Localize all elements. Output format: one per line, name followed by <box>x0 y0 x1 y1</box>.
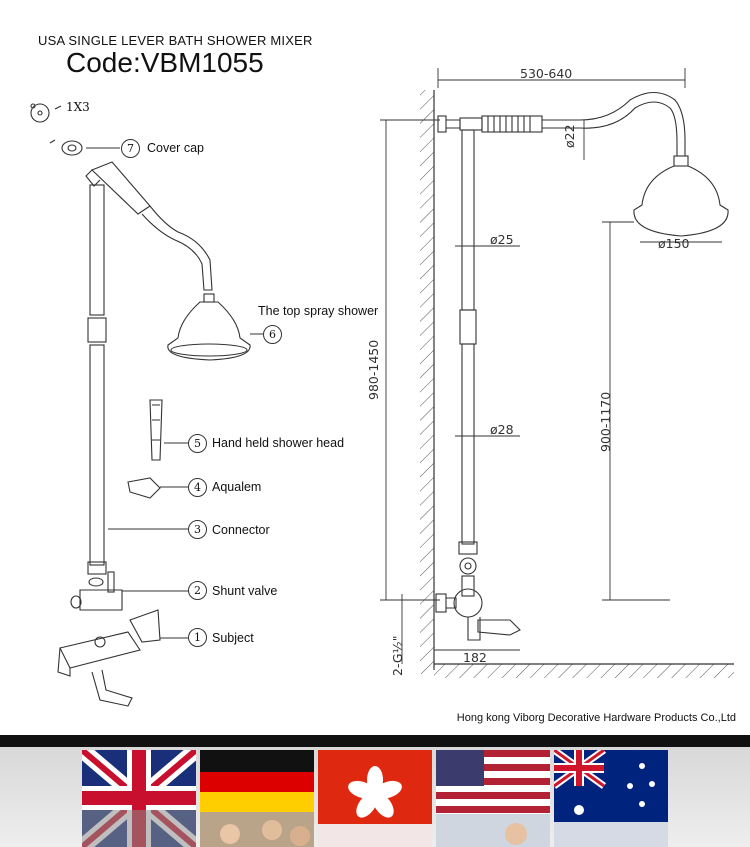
callout-number-5: 5 <box>188 434 207 453</box>
australia-flag <box>554 750 668 847</box>
callout-label-connector: Connector <box>212 523 270 537</box>
uk-flag <box>82 750 196 847</box>
floor <box>434 663 734 678</box>
germany-flag <box>200 750 314 847</box>
callout-number-6: 6 <box>263 325 282 344</box>
dimension-drawing <box>380 68 734 678</box>
callout-number-4: 4 <box>188 478 207 497</box>
company-name: Hong kong Viborg Decorative Hardware Pro… <box>456 712 736 724</box>
dim-total-height: 980-1450 <box>366 339 381 400</box>
callout-number-7: 7 <box>121 139 140 158</box>
callout-label-aqualem: Aqualem <box>212 480 262 494</box>
divider-bar <box>0 735 750 747</box>
callout-label-cover-cap: Cover cap <box>147 141 204 155</box>
callout-label-top-spray-shower: The top spray shower <box>258 304 379 318</box>
dim-spacing: 182 <box>463 650 487 665</box>
dim-lower-pipe: ø28 <box>490 422 514 437</box>
callout-label-hand-held-shower-head: Hand held shower head <box>212 436 345 450</box>
callout-number-2: 2 <box>188 581 207 600</box>
dim-arm-diameter: ø22 <box>562 124 577 148</box>
dim-head-diameter: ø150 <box>658 236 690 251</box>
usa-flag <box>436 750 550 847</box>
callout-number-1: 1 <box>188 628 207 647</box>
product-title: USA SINGLE LEVER BATH SHOWER MIXER <box>38 33 313 48</box>
product-code: Code:VBM1055 <box>66 47 264 78</box>
dim-head-height: 900-1170 <box>598 391 613 452</box>
exploded-view-drawing <box>30 103 263 707</box>
screw-quantity-note: 1X3 <box>66 100 90 114</box>
dim-upper-pipe: ø25 <box>490 232 514 247</box>
callout-number-3: 3 <box>188 520 207 539</box>
wall <box>420 90 435 674</box>
callout-label-shunt-valve: Shunt valve <box>212 584 278 598</box>
dim-arm-length: 530-640 <box>520 66 573 81</box>
hong-kong-flag <box>318 750 432 847</box>
dim-thread: 2-G½" <box>390 635 405 676</box>
callout-label-subject: Subject <box>212 631 254 645</box>
